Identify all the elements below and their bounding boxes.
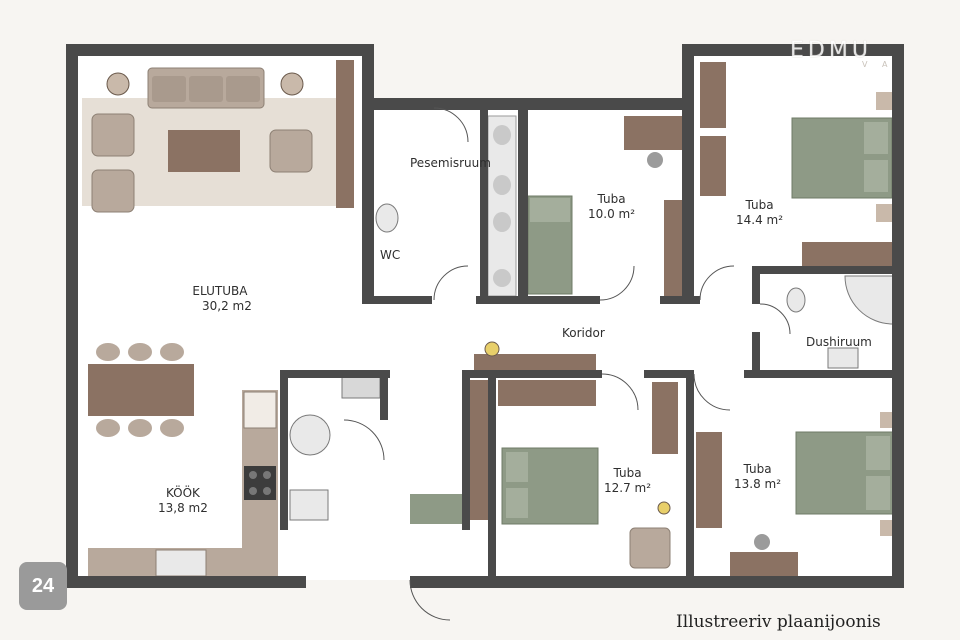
room-area: 13.8 m² — [734, 477, 782, 491]
side-table — [106, 72, 130, 96]
room-area: 12.7 m² — [604, 481, 652, 495]
wardrobe — [696, 432, 722, 528]
room-name: Tuba — [745, 198, 774, 212]
room-name: Tuba — [743, 462, 772, 476]
room-name: Tuba — [613, 466, 642, 480]
room-label-kook: KÖÖK 13,8 m2 — [158, 486, 208, 516]
brand-watermark-sub: V A — [862, 60, 894, 69]
kitchen-furniture — [88, 390, 278, 578]
room-label-tuba-3: Tuba 12.7 m² — [604, 466, 651, 496]
page-number-badge: 24 — [19, 562, 67, 610]
armchair — [91, 113, 135, 157]
brand-watermark: EDMU — [790, 38, 872, 63]
room-label-tuba-1: Tuba 10.0 m² — [588, 192, 635, 222]
room-label-tuba-4: Tuba 13.8 m² — [734, 462, 781, 492]
room-name: KÖÖK — [165, 486, 200, 500]
wardrobe — [700, 136, 726, 196]
room-area: 10.0 m² — [588, 207, 636, 221]
room-name: Tuba — [597, 192, 626, 206]
armchair — [91, 169, 135, 213]
bedroom-4-furniture — [652, 382, 896, 578]
room-label-koridor: Koridor — [562, 326, 605, 341]
room-name: Dushiruum — [806, 335, 872, 349]
coffee-table — [168, 130, 240, 172]
side-table — [280, 72, 304, 96]
room-area: 30,2 m2 — [202, 299, 252, 313]
room-label-tuba-2: Tuba 14.4 m² — [736, 198, 783, 228]
wardrobe — [652, 382, 678, 454]
toilet — [375, 203, 399, 233]
wardrobe — [498, 380, 596, 406]
stove — [244, 466, 276, 500]
room-label-elutuba: ELUTUBA 30,2 m2 — [188, 284, 252, 314]
utility-room — [289, 373, 462, 524]
wall-cabinet — [336, 60, 354, 208]
room-name: Koridor — [562, 326, 605, 340]
room-label-pesemisruum: Pesemisruum — [410, 156, 491, 171]
bedroom-2-furniture — [700, 62, 894, 270]
room-name: ELUTUBA — [192, 284, 248, 298]
room-label-wc: WC — [380, 248, 400, 263]
living-room-furniture — [82, 60, 354, 213]
dresser — [802, 242, 894, 270]
room-name: WC — [380, 248, 401, 262]
caption: Illustreeriv plaanijoonis — [676, 612, 881, 632]
wardrobe — [700, 62, 726, 128]
room-area: 13,8 m2 — [158, 501, 208, 515]
room-area: 14.4 m² — [736, 213, 784, 227]
dining-furniture — [88, 343, 194, 437]
room-name: Pesemisruum — [410, 156, 491, 170]
corridor-furniture — [474, 341, 596, 374]
washing-machine — [289, 414, 331, 456]
room-label-dushiruum: Dushiruum — [806, 335, 872, 350]
door-swings — [343, 107, 791, 621]
dining-table — [88, 364, 194, 416]
armchair — [269, 129, 313, 173]
desk — [730, 552, 798, 578]
desk — [624, 116, 692, 150]
sink — [155, 549, 207, 577]
walls — [66, 44, 904, 588]
